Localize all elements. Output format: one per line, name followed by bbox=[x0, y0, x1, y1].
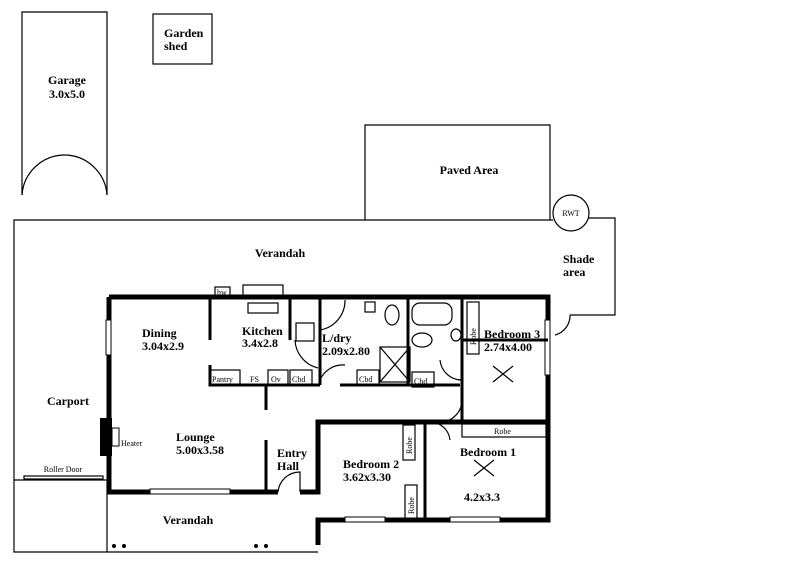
garage-size: 3.0x5.0 bbox=[49, 87, 85, 101]
rainwater-tank: RWT bbox=[552, 194, 590, 232]
ov-label: Ov bbox=[271, 375, 281, 384]
garden-shed: Garden shed bbox=[152, 13, 213, 65]
bedroom3-size: 2.74x4.00 bbox=[484, 340, 532, 354]
hw-label: hw bbox=[217, 288, 227, 297]
shade-area: Shade area bbox=[554, 217, 616, 336]
lounge-size: 5.00x3.58 bbox=[176, 443, 224, 457]
garage-label: Garage bbox=[48, 73, 87, 87]
fs-label: FS bbox=[250, 375, 259, 384]
paved-area-label: Paved Area bbox=[440, 163, 499, 177]
heater-label: Heater bbox=[121, 439, 143, 448]
robe-label-bed1: Robe bbox=[494, 427, 511, 436]
bedroom3-label: Bedroom 3 bbox=[484, 327, 540, 341]
ceiling-fan-icon bbox=[473, 365, 514, 477]
dining-size: 3.04x2.9 bbox=[142, 339, 184, 353]
robe-label-bed2-top: Robe bbox=[405, 437, 414, 454]
kitchen-size: 3.4x2.8 bbox=[242, 336, 278, 350]
verandah-top-label: Verandah bbox=[255, 246, 306, 260]
garden-shed-label-2: shed bbox=[164, 39, 188, 53]
dining-label: Dining bbox=[142, 326, 177, 340]
post-dots bbox=[112, 544, 268, 548]
bath-cbd-label: Cbd bbox=[414, 377, 427, 386]
lounge-label: Lounge bbox=[176, 430, 215, 444]
carport-label: Carport bbox=[47, 394, 89, 408]
robe-label-bed3: Robe bbox=[469, 328, 478, 345]
garage: Garage 3.0x5.0 bbox=[21, 11, 108, 196]
pantry-label: Pantry bbox=[212, 375, 233, 384]
verandah-bottom-label: Verandah bbox=[163, 513, 214, 527]
kitchen-label: Kitchen bbox=[242, 324, 283, 338]
shade-area-label-2: area bbox=[563, 265, 585, 279]
entry-hall-label-2: Hall bbox=[277, 459, 300, 473]
robe-label-bed2-bottom: Robe bbox=[407, 497, 416, 514]
laundry-cbd-label: Cbd bbox=[359, 375, 372, 384]
bedroom1-size: 4.2x3.3 bbox=[464, 490, 500, 504]
bedroom2-label: Bedroom 2 bbox=[343, 457, 399, 471]
paved-area: Paved Area bbox=[364, 124, 551, 220]
rwt-label: RWT bbox=[562, 209, 579, 218]
verandah-outline: Verandah Carport Roller Door Verandah bbox=[13, 219, 553, 553]
bedroom2-size: 3.62x3.30 bbox=[343, 470, 391, 484]
entry-hall-label-1: Entry bbox=[277, 446, 307, 460]
bedroom1-label: Bedroom 1 bbox=[460, 445, 516, 459]
kitchen-cbd-label: Cbd bbox=[292, 375, 305, 384]
house-walls: Heater hw Pantry FS Ov Cbd Cbd Cbd bbox=[100, 284, 551, 545]
laundry-size: 2.09x2.80 bbox=[322, 344, 370, 358]
garden-shed-label-1: Garden bbox=[164, 26, 204, 40]
laundry-label: L/dry bbox=[322, 331, 351, 345]
shade-area-label-1: Shade bbox=[563, 252, 595, 266]
roller-door-label: Roller Door bbox=[44, 465, 83, 474]
